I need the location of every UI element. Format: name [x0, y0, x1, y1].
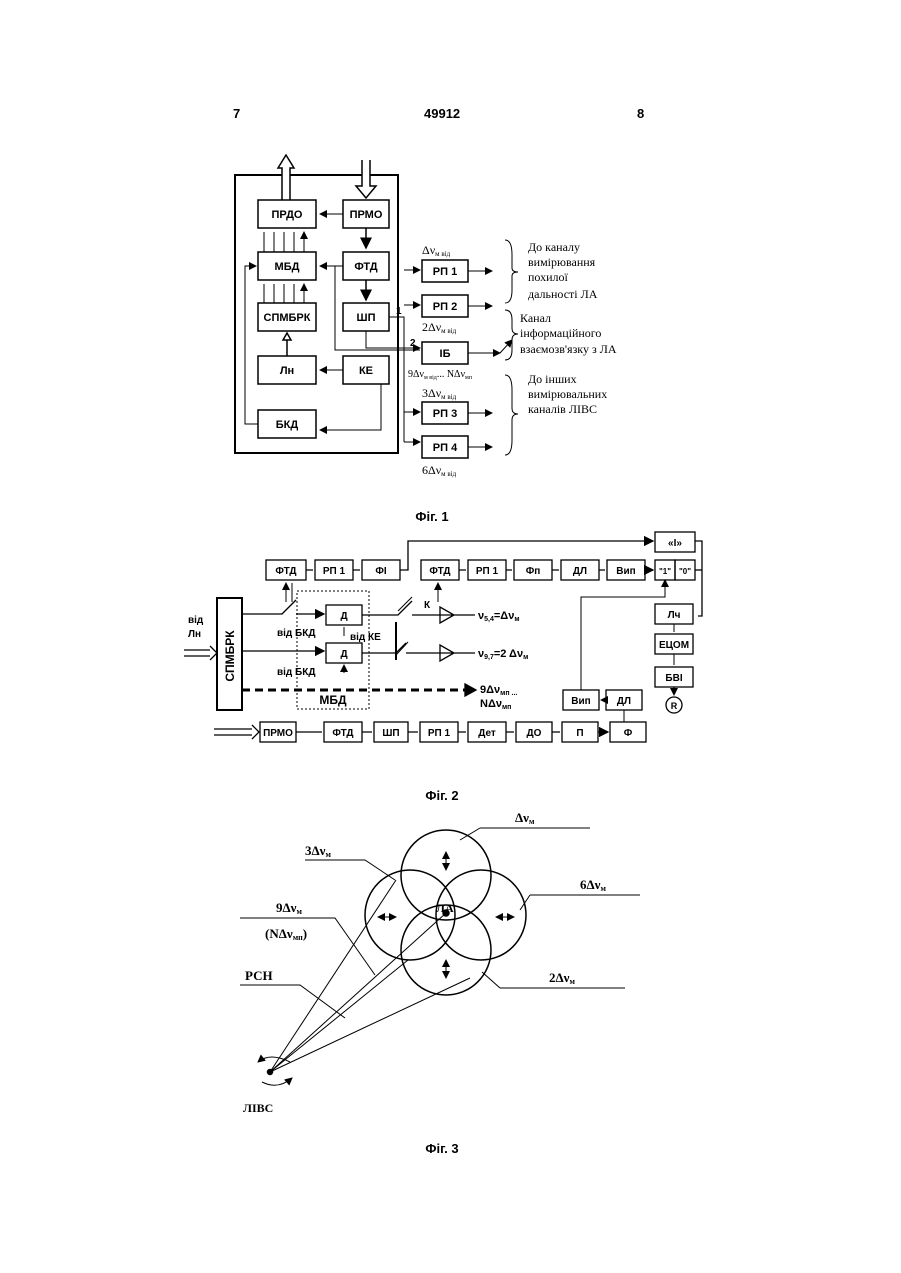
- fig2-label-fi: ФІ: [375, 566, 387, 577]
- fig2-label-lch: Лч: [668, 610, 681, 621]
- fig1-note3-l1: До інших: [528, 372, 577, 386]
- fig2-label-rp1b: РП 1: [476, 566, 499, 577]
- fig2-label-rp1a: РП 1: [323, 566, 346, 577]
- figure-3-text: Δνм 3Δνм 6Δνм 9Δνм (NΔνмп) РСН 2Δνм ЛА Л…: [243, 810, 606, 1115]
- fig2-label-zero: "0": [679, 567, 691, 576]
- fig1-label-ftd: ФТД: [354, 261, 377, 273]
- figure-1: [235, 155, 518, 458]
- fig2-label-and: «І»: [668, 538, 682, 549]
- fig1-label-rp1: РП 1: [433, 266, 457, 278]
- fig1-dv6: 6Δνм від: [422, 463, 457, 478]
- fig1-note1-l4: дальності ЛА: [528, 287, 598, 301]
- fig1-note2-l3: взаємозв'язку з ЛА: [520, 342, 617, 356]
- fig3-caption: Фіг. 3: [425, 1141, 458, 1156]
- fig2-label-vip1: Вип: [616, 566, 635, 577]
- fig2-k: К: [424, 600, 431, 611]
- fig2-label-one: "1": [659, 567, 671, 576]
- fig3-rsn: РСН: [245, 968, 273, 983]
- fig2-label-d1: Д: [340, 611, 347, 622]
- fig2-label-ftd2: ФТД: [429, 566, 450, 577]
- fig2-v54: ν5,4=Δνм: [478, 610, 520, 623]
- fig2-vNdv: NΔνмп: [480, 698, 511, 711]
- fig2-label-spmbrk: СПМБРК: [223, 630, 237, 682]
- fig1-note1-l3: похилої: [528, 270, 569, 284]
- fig2-label-d2: Д: [340, 649, 347, 660]
- fig1-dv2: 2Δνм від: [422, 320, 457, 335]
- fig2-label-dl2: ДЛ: [617, 696, 631, 707]
- fig2-label-do: ДО: [527, 728, 542, 739]
- fig1-note2-l2: інформаційного: [520, 326, 601, 340]
- fig1-label-ib: ІБ: [440, 348, 451, 360]
- figure-3: [240, 828, 640, 1085]
- fig2-label-dl1: ДЛ: [573, 566, 587, 577]
- fig3-dv2: 2Δνм: [549, 970, 575, 986]
- fig1-note1-l1: До каналу: [528, 240, 580, 254]
- fig2-vid-bkd1: від БКД: [277, 628, 315, 639]
- fig3-dv3: 3Δνм: [305, 843, 331, 859]
- fig2-label-rp1c: РП 1: [428, 728, 451, 739]
- fig3-dv9: 9Δνм: [276, 900, 302, 916]
- fig2-label-fp: Фп: [526, 566, 541, 577]
- fig2-label-f: Ф: [624, 728, 633, 739]
- fig3-livs: ЛІВС: [243, 1101, 273, 1115]
- fig2-label-r: R: [671, 701, 678, 711]
- fig1-label-bkd: БКД: [276, 419, 299, 431]
- figure-2: [184, 532, 702, 742]
- fig1-dv: Δνм від: [422, 243, 451, 258]
- fig1-label-rp2: РП 2: [433, 301, 457, 313]
- fig2-vid-ke: від КЕ: [350, 632, 381, 643]
- fig2-ln: Лн: [188, 629, 201, 640]
- fig3-ndv: (NΔνмп): [265, 926, 307, 942]
- fig2-v9dv: 9Δνмп ...: [480, 684, 517, 697]
- fig1-note3-l2: вимірювальних: [528, 387, 607, 401]
- fig1-label-shp: ШП: [357, 312, 376, 324]
- fig2-vid-bkd2: від БКД: [277, 667, 315, 678]
- fig1-note2-l1: Канал: [520, 311, 551, 325]
- fig1-out-1: 1: [396, 306, 402, 317]
- fig1-label-spmbrk: СПМБРК: [264, 312, 311, 324]
- fig1-dv3: 3Δνм від: [422, 386, 457, 401]
- fig3-dv6: 6Δνм: [580, 877, 606, 893]
- figure-2-text: СПМБРК від Лн ФТД РП 1 ФІ ФТД РП 1 Фп ДЛ…: [188, 538, 691, 803]
- fig1-label-prdo: ПРДО: [272, 209, 303, 221]
- fig1-label-ke: КЕ: [359, 365, 373, 377]
- fig2-label-det: Дет: [478, 728, 496, 739]
- fig2-label-ftd1: ФТД: [275, 566, 296, 577]
- fig1-dv9: 9Δνм від... NΔνмп: [408, 369, 473, 381]
- fig1-label-mbd: МБД: [275, 261, 300, 273]
- fig2-label-ecom: ЕЦОМ: [659, 640, 689, 651]
- fig3-dv: Δνм: [515, 810, 535, 826]
- fig3-la: ЛА: [436, 901, 454, 915]
- fig1-label-prmo: ПРМО: [350, 209, 383, 221]
- fig2-v97: ν9,7=2 Δνм: [478, 648, 528, 661]
- fig2-vid: від: [188, 615, 204, 626]
- fig1-out-2: 2: [410, 338, 416, 349]
- fig2-label-shp: ШП: [382, 728, 399, 739]
- fig1-label-ln: Лн: [280, 365, 294, 377]
- fig2-label-mbd: МБД: [319, 693, 347, 707]
- fig2-label-ftd3: ФТД: [332, 728, 353, 739]
- fig1-label-rp4: РП 4: [433, 442, 458, 454]
- fig1-caption: Фіг. 1: [415, 509, 448, 524]
- fig1-note1-l2: вимірювання: [528, 255, 596, 269]
- fig2-label-p: П: [576, 728, 583, 739]
- fig2-label-prmo: ПРМО: [263, 728, 293, 739]
- fig2-caption: Фіг. 2: [425, 788, 458, 803]
- fig2-label-vip2: Вип: [571, 696, 590, 707]
- fig1-note3-l3: каналів ЛІВС: [528, 402, 597, 416]
- fig2-label-bvi: БВІ: [665, 673, 682, 684]
- fig1-label-rp3: РП 3: [433, 408, 457, 420]
